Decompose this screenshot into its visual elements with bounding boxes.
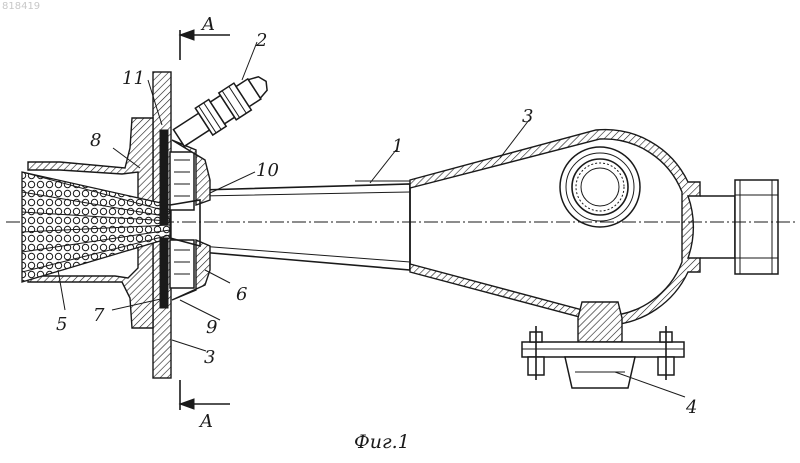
- callout-2: 2: [255, 30, 267, 51]
- callout-3-housing: 3: [522, 106, 533, 127]
- bottom-mount-4: [522, 302, 684, 388]
- callout-10: 10: [256, 160, 279, 181]
- outlet-fitting: [700, 180, 778, 274]
- document-number: 818419: [2, 1, 40, 12]
- figure-caption: Фиг.1: [354, 431, 410, 453]
- callout-9: 9: [206, 317, 217, 338]
- housing-3: [410, 130, 700, 325]
- nozzle-assembly: [160, 130, 210, 308]
- callout-7: 7: [93, 305, 105, 326]
- callout-5: 5: [56, 314, 67, 335]
- section-letter-top: A: [200, 14, 215, 35]
- section-letter-bottom: A: [198, 411, 213, 432]
- callout-1: 1: [392, 136, 403, 157]
- callout-8: 8: [90, 130, 101, 151]
- cone-pipe-1: [200, 181, 410, 270]
- round-boss: [560, 147, 640, 227]
- callout-4: 4: [685, 397, 697, 418]
- inlet-nozzle-2: [170, 68, 275, 151]
- callout-6: 6: [236, 284, 247, 305]
- callout-3-wall: 3: [204, 347, 215, 368]
- callout-11: 11: [122, 68, 145, 89]
